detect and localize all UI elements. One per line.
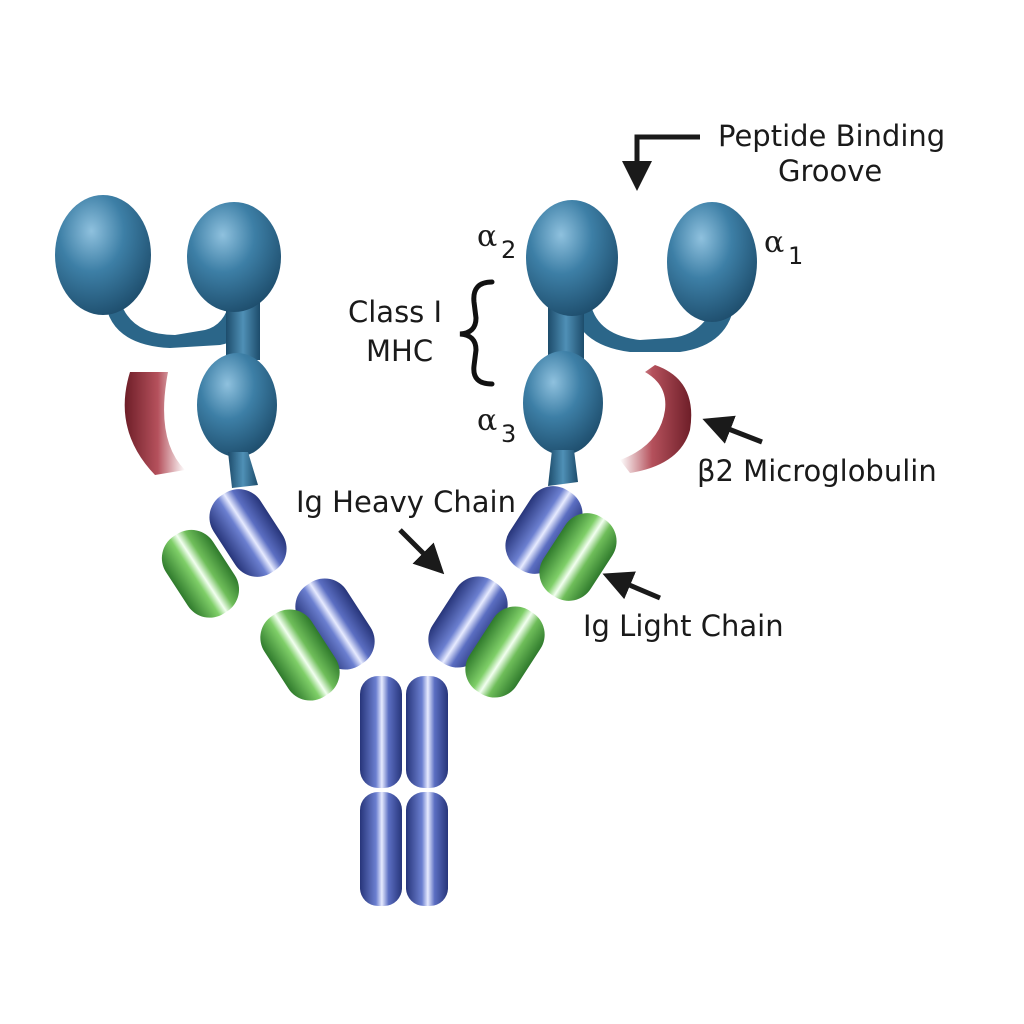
heavy-chain-arrow (398, 528, 445, 575)
class-i-label: Class I (348, 295, 442, 329)
b2m-arrow (702, 415, 763, 445)
right-mhc-tail (548, 450, 578, 486)
left-heavy-chain-vh (209, 489, 287, 577)
peptide-groove-arrow (622, 134, 700, 191)
peptide-binding-label-line1: Peptide Binding (718, 119, 945, 153)
left-heavy-chain-ch1 (295, 578, 375, 670)
right-light-chain-vl (539, 513, 617, 601)
right-alpha2-domain (526, 200, 618, 316)
left-b2-microglobulin (124, 372, 185, 475)
right-alpha3-domain (523, 351, 603, 455)
alpha1-symbol: α (764, 225, 784, 260)
left-ig-arm (161, 489, 375, 701)
peptide-binding-label-line2: Groove (778, 154, 882, 188)
right-b2-microglobulin (620, 365, 692, 473)
left-light-chain-vl (161, 529, 240, 618)
right-ig-arm (428, 486, 617, 698)
fc-right-ch3 (406, 792, 448, 906)
ig-heavy-chain-label: Ig Heavy Chain (296, 485, 516, 519)
left-light-chain-cl (260, 609, 340, 701)
right-mhc-bridge (570, 300, 735, 352)
fc-left-ch2 (360, 676, 402, 788)
class-i-mhc-brace (459, 279, 495, 387)
left-mhc-bridge (105, 300, 250, 348)
annotation-arrows (398, 134, 763, 601)
b2-microglobulin-label: β2 Microglobulin (697, 454, 937, 488)
left-mhc-tail (228, 452, 258, 488)
fc-left-ch3 (360, 792, 402, 906)
light-chain-arrow (602, 571, 661, 601)
alpha3-symbol: α (477, 403, 497, 438)
alpha2-subscript: 2 (501, 236, 516, 264)
right-mhc-molecule (523, 200, 757, 486)
fc-right-ch2 (406, 676, 448, 788)
left-mhc-molecule (55, 195, 281, 488)
right-light-chain-cl (465, 606, 545, 698)
right-alpha1-domain (667, 202, 757, 322)
alpha2-symbol: α (477, 219, 497, 254)
alpha1-subscript: 1 (788, 242, 803, 270)
left-alpha2-domain (187, 202, 281, 312)
ig-fc-stem (360, 676, 448, 906)
right-heavy-chain-ch1 (428, 576, 508, 668)
right-heavy-chain-vh (505, 486, 583, 574)
left-alpha1-domain (55, 195, 151, 315)
left-alpha3-domain (197, 353, 277, 457)
mhc-label: MHC (366, 334, 433, 368)
alpha3-subscript: 3 (501, 420, 516, 448)
ig-light-chain-label: Ig Light Chain (583, 609, 784, 643)
